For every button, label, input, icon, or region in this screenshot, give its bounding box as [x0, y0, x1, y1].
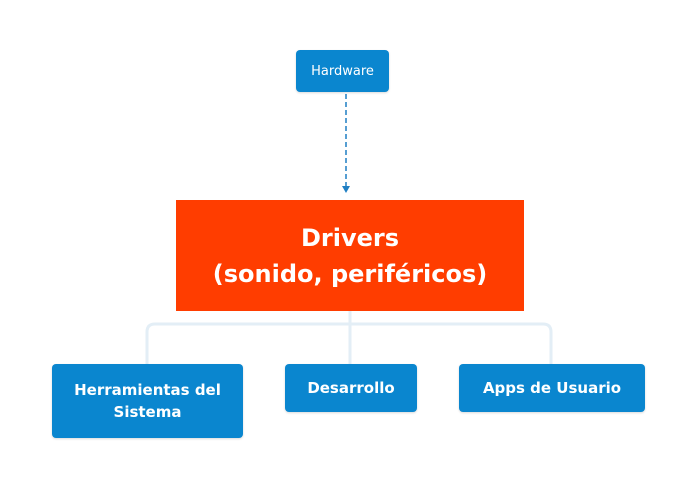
tree-connectors	[145, 309, 553, 366]
arrowhead-icon	[342, 186, 350, 193]
hardware-node[interactable]: Hardware	[296, 50, 389, 92]
desarrollo-node[interactable]: Desarrollo	[285, 364, 417, 412]
hardware-node-label: Hardware	[311, 63, 374, 79]
desarrollo-node-label: Desarrollo	[307, 379, 395, 397]
drivers-node[interactable]: Drivers (sonido, periféricos)	[176, 200, 524, 311]
tree-branch-right	[348, 322, 553, 366]
herramientas-node[interactable]: Herramientas del Sistema	[52, 364, 243, 438]
tree-branch-left	[145, 322, 352, 366]
apps-node-label: Apps de Usuario	[482, 379, 622, 397]
apps-node[interactable]: Apps de Usuario	[459, 364, 645, 412]
drivers-node-title: Drivers	[300, 223, 400, 252]
herramientas-node-label: Herramientas del Sistema	[74, 381, 221, 421]
drivers-node-subtitle: (sonido, periféricos)	[212, 259, 488, 288]
